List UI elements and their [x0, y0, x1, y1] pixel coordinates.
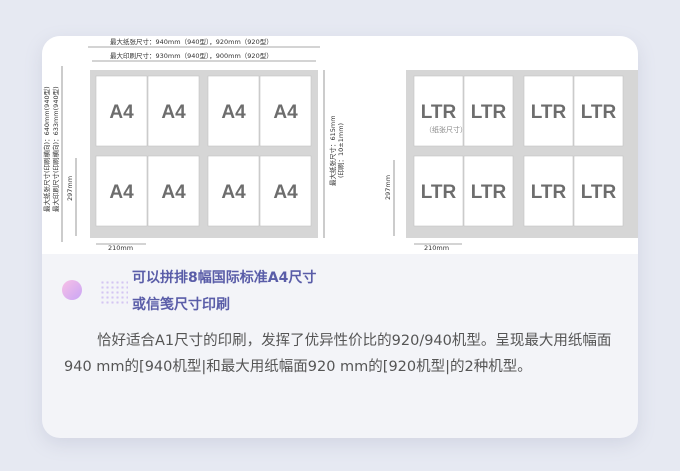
ltr-paper-size-note: （纸张尺寸） — [425, 125, 467, 134]
ltr-label: LTR — [471, 182, 507, 203]
info-card: 最大纸张尺寸：940mm（940型），920mm（920型） 最大印刷尺寸：93… — [42, 36, 638, 438]
a4-label: A4 — [273, 102, 298, 123]
ltr-label: LTR — [531, 102, 567, 123]
ltr-sheet — [413, 75, 464, 147]
a4-label: A4 — [221, 182, 246, 203]
top-dimension-print: 最大印刷尺寸：930mm（940型），900mm（920型） — [110, 51, 273, 60]
ltr-sheet — [573, 155, 624, 227]
ltr-label: LTR — [581, 182, 617, 203]
ltr-sheet — [463, 155, 514, 227]
a4-sheet — [147, 155, 200, 227]
a4-label: A4 — [221, 102, 246, 123]
a4-label: A4 — [109, 182, 134, 203]
a4-sheet — [207, 75, 260, 147]
dot-grid-icon — [100, 280, 128, 304]
ltr-sheet — [413, 155, 464, 227]
ltr-sheet — [573, 75, 624, 147]
imposition-diagram: 最大纸张尺寸：940mm（940型），920mm（920型） 最大印刷尺寸：93… — [42, 37, 638, 252]
heading-line-1: 可以拼排8幅国际标准A4尺寸 — [132, 270, 317, 286]
a4-label: A4 — [161, 182, 186, 203]
mid-dimension-print: (印刷：10±1mm) — [337, 123, 345, 178]
ltr-sheet — [523, 75, 574, 147]
mid-dimension-paper: 最大纸张尺寸：615mm — [328, 115, 337, 186]
gradient-bullet-icon — [62, 280, 82, 300]
heading-line-2: 或信笺尺寸印刷 — [132, 297, 230, 313]
ltr-sheet — [523, 155, 574, 227]
a4-sheet — [259, 75, 312, 147]
a4-sheet — [259, 155, 312, 227]
right-dimension-297: 297mm — [384, 175, 392, 200]
ltr-label: LTR — [471, 102, 507, 123]
right-bottom-dimension-210: 210mm — [424, 244, 449, 252]
a4-sheet — [207, 155, 260, 227]
ltr-sheet — [463, 75, 514, 147]
top-dimension-paper: 最大纸张尺寸：940mm（940型），920mm（920型） — [110, 37, 273, 46]
a4-label: A4 — [273, 182, 298, 203]
left-dimension-print: 最大印刷尺寸(印刷横向)：633mm(940型) — [51, 86, 60, 212]
a4-sheet — [95, 155, 148, 227]
ltr-tiles: LTR LTR LTR LTR LTR LTR LTR LTR — [413, 75, 624, 227]
ltr-label: LTR — [581, 102, 617, 123]
description-paragraph: 恰好适合A1尺寸的印刷，发挥了优异性价比的920/940机型。呈现最大用纸幅面9… — [64, 333, 612, 375]
section-heading: 可以拼排8幅国际标准A4尺寸 或信笺尺寸印刷 — [62, 264, 382, 322]
ltr-label: LTR — [531, 182, 567, 203]
ltr-label: LTR — [421, 102, 457, 123]
a4-label: A4 — [109, 102, 134, 123]
layout-diagram: 最大纸张尺寸：940mm（940型），920mm（920型） 最大印刷尺寸：93… — [42, 36, 638, 254]
a4-sheet — [147, 75, 200, 147]
a4-sheet — [95, 75, 148, 147]
ltr-label: LTR — [421, 182, 457, 203]
left-dimension-297: 297mm — [66, 176, 74, 201]
a4-label: A4 — [161, 102, 186, 123]
bottom-dimension-210: 210mm — [108, 244, 133, 252]
left-dimension-paper: 最大纸张尺寸(印刷横向)：640mm(940型) — [42, 86, 51, 212]
